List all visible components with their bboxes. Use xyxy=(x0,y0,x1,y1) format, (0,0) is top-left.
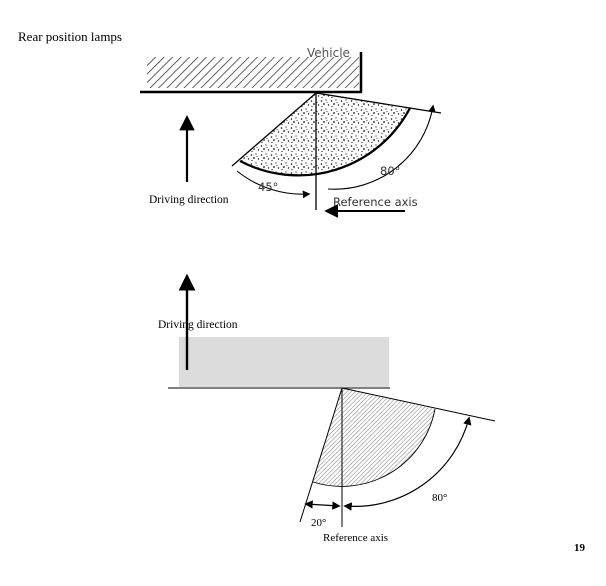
fig2-angle-20-arc xyxy=(304,500,341,510)
fig1-boundary-45 xyxy=(231,92,317,167)
fig1-angle-45-arc xyxy=(236,170,311,199)
fig2-visibility-sector xyxy=(313,388,435,487)
fig2-driving-direction-label: Driving direction xyxy=(158,319,238,331)
fig1-reference-label: Reference axis xyxy=(333,195,418,209)
fig1-angle-80-label: 80° xyxy=(380,164,400,178)
fig2-vehicle-body xyxy=(179,337,389,387)
fig1-vehicle-label: Vehicle xyxy=(307,46,350,60)
fig2-reference-label: Reference axis xyxy=(323,532,388,544)
fig1-vehicle-body xyxy=(147,57,359,88)
fig2-angle-20-label: 20° xyxy=(311,517,326,529)
fig2-angle-80-label: 80° xyxy=(432,492,447,504)
figure-2: 80° 20° Reference axis xyxy=(168,273,496,544)
fig2-angle-80-arc xyxy=(343,416,472,511)
fig2-boundary-20 xyxy=(299,387,343,523)
fig2-boundary-80 xyxy=(341,387,496,422)
fig1-angle-45-label: 45° xyxy=(258,180,278,194)
section-heading: Rear position lamps xyxy=(18,29,122,44)
fig1-angle-80-arc xyxy=(327,104,436,190)
fig1-sector-arc xyxy=(239,107,412,177)
fig1-boundary-80 xyxy=(315,92,442,114)
figure-1: Vehicle 80° 45° Reference axis xyxy=(140,46,442,218)
fig1-driving-direction-label: Driving direction xyxy=(149,194,229,206)
page-number: 19 xyxy=(574,542,585,554)
